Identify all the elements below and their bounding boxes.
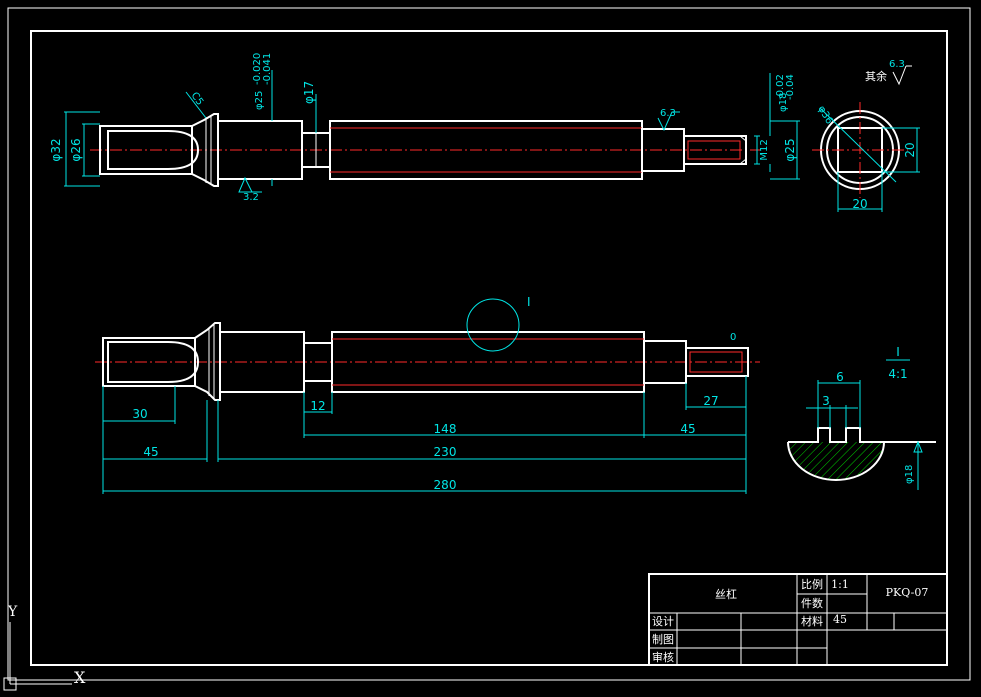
title-material-value: 45	[833, 613, 847, 626]
title-block	[648, 573, 948, 666]
dim-m12: M12	[759, 139, 770, 160]
title-part-name: 丝杠	[715, 588, 737, 601]
dim-d18-upper: -0.02	[775, 74, 786, 100]
title-drawing-number: PKQ-07	[886, 586, 929, 599]
inner-frame	[30, 30, 948, 666]
ucs-x-label: X	[74, 668, 86, 687]
front-zero: 0	[730, 332, 736, 343]
title-quantity-label: 件数	[801, 597, 823, 610]
front-view-dimensions	[102, 376, 747, 494]
front-view-shaft	[95, 298, 760, 401]
title-scale-label: 比例	[801, 577, 823, 591]
detail-dim-6: 6	[836, 370, 844, 384]
title-drawing-label: 制图	[652, 633, 674, 646]
top-view-shaft	[90, 113, 760, 187]
title-material-label: 材料	[801, 614, 823, 628]
dim-27: 27	[703, 394, 718, 408]
title-design-label: 设计	[652, 615, 674, 628]
detail-dim-d18: φ18	[904, 465, 915, 484]
dim-d25-tol: φ25	[254, 91, 265, 110]
dim-20-vertical: 20	[903, 142, 917, 157]
dim-12: 12	[310, 399, 325, 413]
dim-230: 230	[434, 445, 457, 459]
detail-mark-front: I	[527, 295, 531, 309]
detail-dim-3: 3	[822, 394, 830, 408]
dim-20-horizontal: 20	[852, 197, 867, 211]
roughness-63: 6.3	[660, 108, 676, 119]
ucs-icon	[3, 622, 72, 691]
title-scale-value: 1:1	[831, 578, 849, 591]
dim-d17: φ17	[302, 81, 316, 104]
dim-d25: φ25	[783, 138, 797, 161]
dim-45-left: 45	[143, 445, 158, 459]
dim-d25-lower: -0.041	[262, 53, 273, 85]
dim-d26: φ26	[69, 138, 83, 161]
dim-148: 148	[434, 422, 457, 436]
dim-d18-tol: φ18	[778, 93, 789, 112]
end-view	[812, 65, 920, 212]
outer-frame	[7, 7, 971, 681]
ucs-y-label: Y	[7, 604, 18, 620]
end-roughness: 6.3	[889, 59, 905, 70]
dim-d25-upper: -0.020	[252, 53, 263, 85]
dim-45-right: 45	[680, 422, 695, 436]
note-rest: 其余	[865, 69, 887, 83]
dim-d18-lower: -0.04	[785, 74, 796, 100]
dim-chamfer: C5	[189, 90, 206, 107]
roughness-32: 3.2	[243, 192, 259, 203]
top-view-dimensions	[64, 70, 800, 193]
dim-d32: φ32	[49, 138, 63, 161]
detail-view	[787, 359, 936, 490]
detail-scale: 4:1	[888, 367, 907, 381]
title-review-label: 审核	[652, 650, 674, 664]
detail-mark: I	[896, 345, 900, 359]
dim-30: 30	[132, 407, 147, 421]
dim-280: 280	[434, 478, 457, 492]
